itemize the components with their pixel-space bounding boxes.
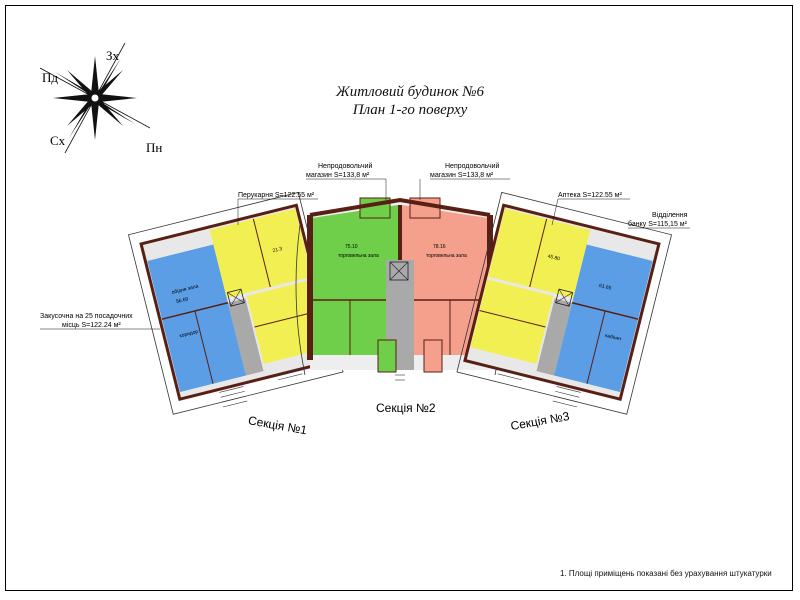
pharmacy-rooms [470,279,554,364]
shop-right-callout-1: Непродовольчий [445,162,500,170]
green-area-value: 75.10 [345,244,358,250]
section-1-label: Секція №1 [247,413,308,437]
section3-stair [536,298,573,376]
compass-label-pn: Пн [146,140,162,155]
shop-left-area [312,205,398,355]
compass-label-sx: Сх [50,133,66,148]
barber-area [209,208,313,298]
cabinet-label: кабінет [604,333,622,343]
floor-title: План 1-го поверху [352,102,468,118]
snack-callout-1: Закусочна на 25 посадочних [40,313,133,320]
bank-callout-1: Відділення [652,211,688,219]
bank-callout-2: банку S=115,15 м² [628,220,688,228]
snack-area-value: 56.69 [175,296,189,305]
corridor-label-s1: коридор [179,329,199,339]
compass-label-zx: Зх [106,48,120,63]
section-3-plan: 45.80 61.65 кабінет [456,191,673,415]
shop-left-callout-2: магазин S=133,8 м² [306,172,370,179]
compass-label-pd: Пд [42,70,58,85]
shop-right-callout-2: магазин S=133,8 м² [430,172,494,179]
snack-callout-2: місць S=122.24 м² [62,321,121,329]
pharmacy-callout: Аптека S=122.55 м² [558,192,622,199]
shop-right-area [402,205,488,355]
bank-area-value: 61.65 [598,283,612,292]
shop-left-callout-1: Непродовольчий [318,162,373,170]
barber-area-value: 21.3 [272,246,283,254]
pharmacy-area [487,208,591,298]
pink-area-value: 78.16 [433,244,446,250]
footnote: 1. Площі приміщень показані без урахуван… [560,569,772,578]
barber-callout: Перукарня S=122.55 м² [238,192,315,199]
compass-rose-icon [39,42,151,154]
pink-hall-label: торговельна зала [426,253,467,259]
section-2-label: Секція №2 [376,401,436,415]
green-hall-label: торговельна зала [338,253,379,259]
drawing-frame [5,5,793,591]
section-2-plan: 75.10 торговельна зала 78.16 торговельна… [295,197,505,381]
section1-stair [227,298,264,376]
section-3-label: Секція №3 [509,409,570,433]
building-title: Житловий будинок №6 [336,84,484,100]
pharmacy-area-value: 45.80 [547,253,561,262]
